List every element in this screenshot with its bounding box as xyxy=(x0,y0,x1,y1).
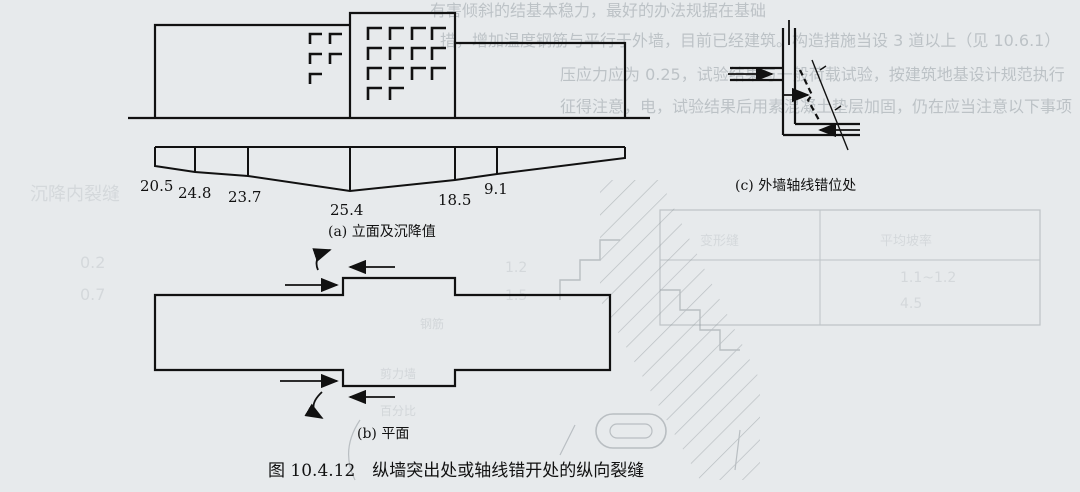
elevation-caption: (a) 立面及沉降值 xyxy=(328,224,436,240)
plan-arrows xyxy=(280,248,395,419)
plan-caption: (b) 平面 xyxy=(357,426,409,442)
plan-drawing xyxy=(153,276,612,388)
plan-outline xyxy=(153,276,612,388)
bleed-through-hatch: 钢筋 剪力墙 百分比 xyxy=(347,180,760,481)
bleed-line-2: 措，增加温度钢筋与平行于外墙，目前已经建筑。构造措施当设 3 道以上（见 10.… xyxy=(440,31,1060,50)
settlement-value-6: 9.1 xyxy=(484,180,508,198)
left-wing-outline xyxy=(153,23,350,118)
bleed-table-value-6: 4.5 xyxy=(900,296,922,312)
center-block-outline xyxy=(348,11,457,118)
crack-marks xyxy=(308,26,446,100)
bleed-through-table: 沉降内裂缝 变形缝 平均坡率 0.2 0.7 1.2 1.5 1.1~1.2 4… xyxy=(30,184,1041,326)
elevation-drawing xyxy=(128,11,650,120)
bleed-table-value-1: 0.2 xyxy=(80,253,105,272)
bleed-table-header-3: 平均坡率 xyxy=(880,233,932,249)
bleed-table-header-1: 沉降内裂缝 xyxy=(30,184,120,205)
bleed-table-value-2: 0.7 xyxy=(80,285,105,304)
settlement-profile xyxy=(154,146,626,193)
settlement-values: 20.5 24.8 23.7 25.4 18.5 9.1 xyxy=(140,177,508,219)
bleed-line-4: 征得注意，电，试验结果后用素混凝土垫层加固，仍在应当注意以下事项 xyxy=(560,97,1072,116)
settlement-value-5: 18.5 xyxy=(438,191,471,209)
detail-caption: (c) 外墙轴线错位处 xyxy=(735,178,856,194)
bleed-hatch-label-1: 钢筋 xyxy=(420,316,444,331)
right-wing-outline xyxy=(455,41,627,118)
settlement-value-2: 24.8 xyxy=(178,184,211,202)
bleed-table-value-5: 1.1~1.2 xyxy=(900,270,956,286)
figure-caption: 图 10.4.12 纵墙突出处或轴线错开处的纵向裂缝 xyxy=(268,461,644,481)
bleed-table-header-2: 变形缝 xyxy=(700,233,739,249)
settlement-value-3: 23.7 xyxy=(228,188,261,206)
bleed-line-1: 有害倾斜的结基本稳力，最好的办法规据在基础 xyxy=(430,1,766,20)
settlement-value-4: 25.4 xyxy=(330,201,363,219)
detail-arrows xyxy=(728,20,860,138)
bleed-hatch-label-2: 剪力墙 xyxy=(380,366,416,381)
bleed-line-3: 压应力应为 0.25，试验结果与一般荷载试验，按建筑地基设计规范执行 xyxy=(560,65,1065,84)
bleed-hatch-label-3: 百分比 xyxy=(380,404,416,418)
bleed-through-text: 有害倾斜的结基本稳力，最好的办法规据在基础 措，增加温度钢筋与平行于外墙，目前已… xyxy=(430,1,1072,116)
rotation-arrow-bottom xyxy=(304,391,324,419)
rotation-arrow-top xyxy=(312,248,332,271)
bleed-table-value-3: 1.2 xyxy=(505,260,527,276)
settlement-value-1: 20.5 xyxy=(140,177,173,195)
